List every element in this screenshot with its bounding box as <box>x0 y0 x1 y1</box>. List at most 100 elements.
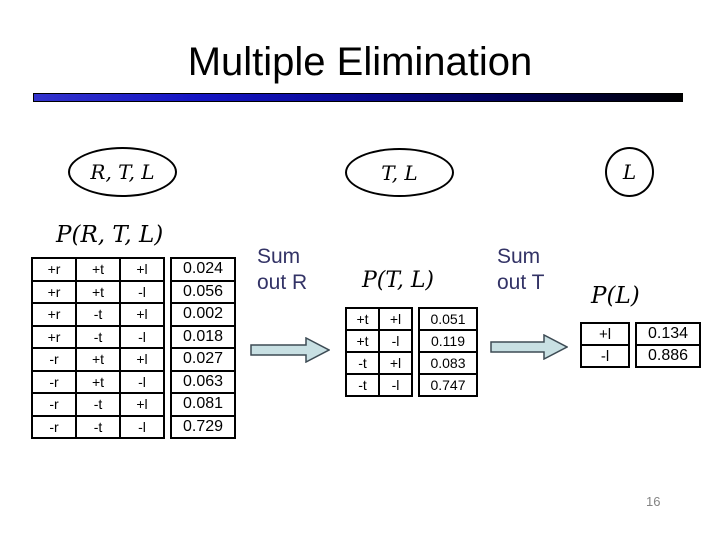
cell: +l <box>580 322 630 346</box>
table-row: 0.018 <box>170 324 236 349</box>
table-row: 0.002 <box>170 302 236 327</box>
cell: -l <box>119 324 165 349</box>
table-row: 0.083 <box>418 351 478 375</box>
cell: -l <box>119 369 165 394</box>
table-row: -t +l <box>345 351 413 375</box>
scope-ellipse-rtl: R, T, L <box>68 147 177 197</box>
ptl-values-table: 0.051 0.119 0.083 0.747 <box>418 307 478 397</box>
cell: -l <box>119 414 165 439</box>
table-row: -l <box>580 344 630 368</box>
title-accent-bar <box>33 93 683 102</box>
factor-prtl-tables: +r +t +l +r +t -l +r -t +l +r -t -l -r + <box>31 257 236 439</box>
factor-ptl-tables: +t +l +t -l -t +l -t -l 0.051 0.119 0.08… <box>345 307 478 397</box>
table-row: 0.747 <box>418 373 478 397</box>
table-row: +r +t +l <box>31 257 165 282</box>
cell: +t <box>75 369 121 394</box>
cell: +l <box>119 257 165 282</box>
cell: +l <box>378 351 413 375</box>
table-row: +r +t -l <box>31 279 165 304</box>
scope-ellipse-tl: T, L <box>345 148 454 197</box>
cell: +r <box>31 324 77 349</box>
table-row: +t -l <box>345 329 413 353</box>
scope-ellipse-l: L <box>605 147 654 197</box>
table-row: 0.886 <box>635 344 701 368</box>
table-row: 0.729 <box>170 414 236 439</box>
value-cell: 0.729 <box>170 414 236 439</box>
cell: -r <box>31 347 77 372</box>
value-cell: 0.063 <box>170 369 236 394</box>
table-row: +t +l <box>345 307 413 331</box>
sum-out-r-line1: Sum <box>257 245 301 268</box>
cell: -l <box>580 344 630 368</box>
cell: +r <box>31 302 77 327</box>
page-number: 16 <box>646 494 661 509</box>
value-cell: 0.002 <box>170 302 236 327</box>
cell: -r <box>31 369 77 394</box>
prtl-values-table: 0.024 0.056 0.002 0.018 0.027 0.063 0.08… <box>170 257 236 439</box>
sum-out-t-label: Sum out T <box>497 244 544 296</box>
scope-label-l: L <box>622 160 637 184</box>
table-row: +r -t -l <box>31 324 165 349</box>
ptl-assignment-table: +t +l +t -l -t +l -t -l <box>345 307 413 397</box>
factor-pl-tables: +l -l 0.134 0.886 <box>580 322 701 368</box>
cell: -t <box>345 373 380 397</box>
value-cell: 0.018 <box>170 324 236 349</box>
cell: +l <box>378 307 413 331</box>
table-row: -r +t -l <box>31 369 165 394</box>
formula-pl: P(L) <box>591 283 640 309</box>
sum-out-t-arrow-icon <box>490 333 569 365</box>
sum-out-r-line2: out R <box>257 271 308 294</box>
cell: -t <box>75 414 121 439</box>
table-row: -r -t -l <box>31 414 165 439</box>
table-row: 0.051 <box>418 307 478 331</box>
sum-out-r-arrow-icon <box>250 336 331 368</box>
formula-ptl: P(T, L) <box>362 268 435 293</box>
value-cell: 0.119 <box>418 329 478 353</box>
table-row: -r +t +l <box>31 347 165 372</box>
cell: +t <box>345 329 380 353</box>
value-cell: 0.886 <box>635 344 701 368</box>
cell: -l <box>378 329 413 353</box>
scope-label-tl: T, L <box>381 160 418 185</box>
cell: +l <box>119 302 165 327</box>
table-row: 0.027 <box>170 347 236 372</box>
table-row: +l <box>580 322 630 346</box>
table-row: 0.119 <box>418 329 478 353</box>
table-row: 0.024 <box>170 257 236 282</box>
cell: -l <box>119 279 165 304</box>
cell: -l <box>378 373 413 397</box>
cell: +t <box>75 347 121 372</box>
table-row: 0.134 <box>635 322 701 346</box>
cell: +t <box>75 279 121 304</box>
cell: +t <box>345 307 380 331</box>
value-cell: 0.081 <box>170 392 236 417</box>
prtl-assignment-table: +r +t +l +r +t -l +r -t +l +r -t -l -r + <box>31 257 165 439</box>
value-cell: 0.051 <box>418 307 478 331</box>
cell: +r <box>31 257 77 282</box>
cell: +t <box>75 257 121 282</box>
value-cell: 0.056 <box>170 279 236 304</box>
cell: +l <box>119 347 165 372</box>
sum-out-r-label: Sum out R <box>257 244 307 296</box>
cell: -t <box>75 302 121 327</box>
scope-label-rtl: R, T, L <box>90 160 155 184</box>
cell: +r <box>31 279 77 304</box>
table-row: 0.056 <box>170 279 236 304</box>
table-row: 0.063 <box>170 369 236 394</box>
table-row: -t -l <box>345 373 413 397</box>
cell: -t <box>345 351 380 375</box>
slide-title: Multiple Elimination <box>187 40 533 84</box>
value-cell: 0.027 <box>170 347 236 372</box>
table-row: +r -t +l <box>31 302 165 327</box>
table-row: 0.081 <box>170 392 236 417</box>
pl-values-table: 0.134 0.886 <box>635 322 701 368</box>
cell: -r <box>31 414 77 439</box>
value-cell: 0.024 <box>170 257 236 282</box>
value-cell: 0.083 <box>418 351 478 375</box>
cell: -r <box>31 392 77 417</box>
value-cell: 0.134 <box>635 322 701 346</box>
cell: +l <box>119 392 165 417</box>
sum-out-t-line2: out T <box>497 271 545 294</box>
formula-prtl: P(R, T, L) <box>56 222 164 248</box>
